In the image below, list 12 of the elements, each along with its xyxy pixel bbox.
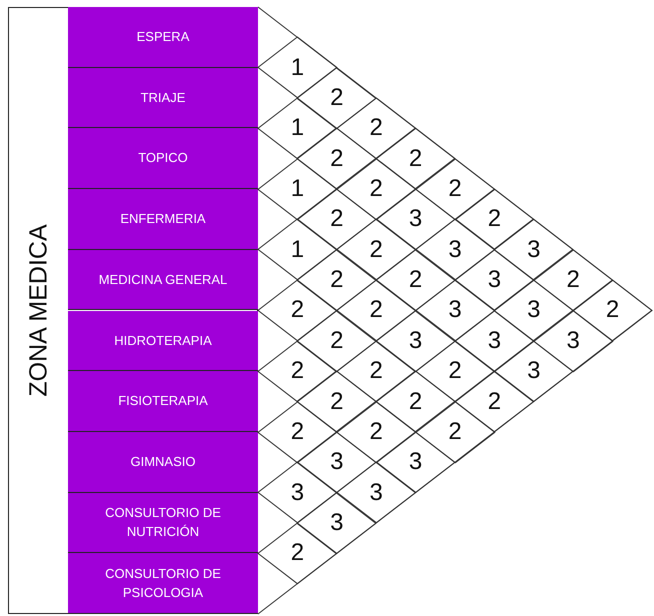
room-box: FISIOTERAPIA bbox=[68, 371, 258, 432]
room-box: MEDICINA GENERAL bbox=[68, 250, 258, 310]
room-box: ESPERA bbox=[68, 7, 258, 68]
room-box: ENFERMERIA bbox=[68, 189, 258, 250]
room-box: TRIAJE bbox=[68, 68, 258, 128]
zone-panel bbox=[8, 7, 258, 614]
room-box: GIMNASIO bbox=[68, 432, 258, 493]
room-box: HIDROTERAPIA bbox=[68, 310, 258, 372]
room-box: CONSULTORIO DE NUTRICIÓN bbox=[68, 492, 258, 554]
zone-title: ZONA MEDICA bbox=[24, 224, 54, 397]
room-box: TOPICO bbox=[68, 128, 258, 190]
room-box: CONSULTORIO DE PSICOLOGIA bbox=[68, 553, 258, 614]
